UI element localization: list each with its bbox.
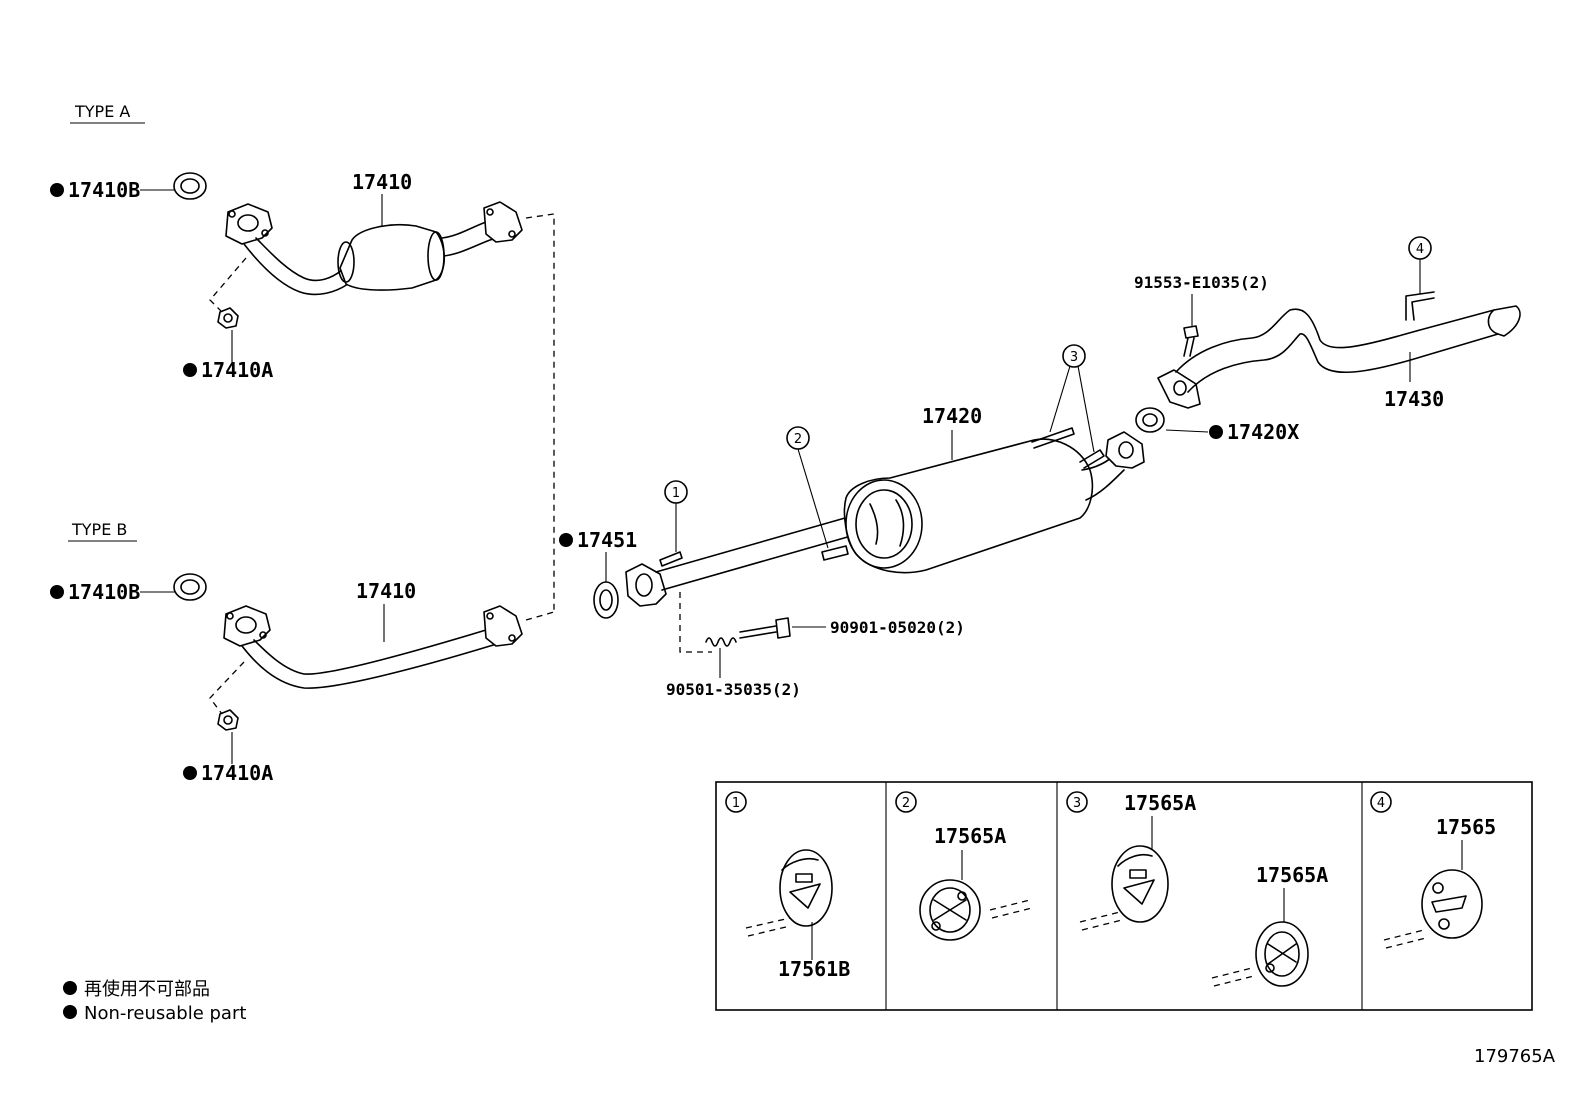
gasket-17410b-type-b: 17410B bbox=[50, 573, 207, 604]
svg-text:17565A: 17565A bbox=[934, 824, 1006, 848]
svg-text:17410A: 17410A bbox=[201, 761, 273, 785]
svg-text:17451: 17451 bbox=[577, 528, 637, 552]
svg-text:17410: 17410 bbox=[356, 579, 416, 603]
front-pipe-17410-type-a: 17410 bbox=[225, 170, 523, 296]
svg-text:17565A: 17565A bbox=[1124, 791, 1196, 815]
nut-17410a-type-b: 17410A bbox=[183, 661, 273, 785]
callout-3: 3 bbox=[1049, 344, 1095, 453]
svg-text:17410B: 17410B bbox=[68, 178, 140, 202]
front-pipe-17410-type-b: 17410 bbox=[223, 579, 555, 689]
detail-panel-4: 4 17565 bbox=[1370, 791, 1496, 949]
figure-id: 179765A bbox=[1474, 1046, 1556, 1067]
svg-text:17565A: 17565A bbox=[1256, 863, 1328, 887]
gasket-17410b-type-a: 17410B bbox=[50, 172, 207, 202]
svg-text:17565: 17565 bbox=[1436, 815, 1496, 839]
svg-text:17410B: 17410B bbox=[68, 580, 140, 604]
type-a-heading: TYPE A bbox=[70, 102, 145, 124]
callout-1: 1 bbox=[664, 480, 688, 552]
detail-panel-2: 2 17565A bbox=[895, 791, 1033, 941]
legend: 再使用不可部品 Non-reusable part bbox=[63, 979, 246, 1024]
callout-4: 4 bbox=[1408, 236, 1432, 294]
type-b-heading: TYPE B bbox=[68, 520, 137, 542]
connection-line-type-a-b bbox=[525, 213, 555, 612]
svg-text:4: 4 bbox=[1377, 796, 1385, 811]
gasket-17451: 17451 bbox=[559, 528, 637, 619]
svg-text:4: 4 bbox=[1416, 242, 1424, 257]
svg-text:Non-reusable part: Non-reusable part bbox=[84, 1003, 246, 1024]
svg-text:17410: 17410 bbox=[352, 170, 412, 194]
detail-panel-3: 3 17565A 17565A bbox=[1066, 791, 1328, 987]
svg-text:TYPE B: TYPE B bbox=[71, 520, 127, 539]
svg-text:17410A: 17410A bbox=[201, 358, 273, 382]
svg-text:3: 3 bbox=[1073, 796, 1081, 811]
spring-90501-35035: 90501-35035(2) bbox=[666, 637, 801, 699]
nut-17410a-type-a: 17410A bbox=[183, 257, 273, 382]
svg-text:91553-E1035(2): 91553-E1035(2) bbox=[1134, 273, 1269, 292]
svg-text:90901-05020(2): 90901-05020(2) bbox=[830, 618, 965, 637]
svg-text:17420: 17420 bbox=[922, 404, 982, 428]
svg-text:90501-35035(2): 90501-35035(2) bbox=[666, 680, 801, 699]
svg-text:1: 1 bbox=[732, 796, 740, 811]
bolt-90901-05020: 90901-05020(2) bbox=[679, 592, 965, 653]
svg-text:TYPE A: TYPE A bbox=[74, 102, 130, 121]
svg-text:2: 2 bbox=[794, 432, 802, 447]
svg-text:17561B: 17561B bbox=[778, 957, 850, 981]
gasket-17420x: 17420X bbox=[1135, 407, 1299, 444]
svg-text:3: 3 bbox=[1070, 350, 1078, 365]
svg-text:1: 1 bbox=[672, 486, 680, 501]
callout-2: 2 bbox=[786, 426, 829, 549]
detail-panel-1: 1 17561B bbox=[725, 791, 850, 981]
svg-text:2: 2 bbox=[902, 796, 910, 811]
tail-pipe-17430: 91553-E1035(2) 17430 bbox=[1134, 273, 1521, 411]
svg-text:17420X: 17420X bbox=[1227, 420, 1299, 444]
center-pipe-muffler-17420: 17420 bbox=[625, 404, 1145, 607]
svg-text:17430: 17430 bbox=[1384, 387, 1444, 411]
svg-text:再使用不可部品: 再使用不可部品 bbox=[84, 979, 210, 1000]
